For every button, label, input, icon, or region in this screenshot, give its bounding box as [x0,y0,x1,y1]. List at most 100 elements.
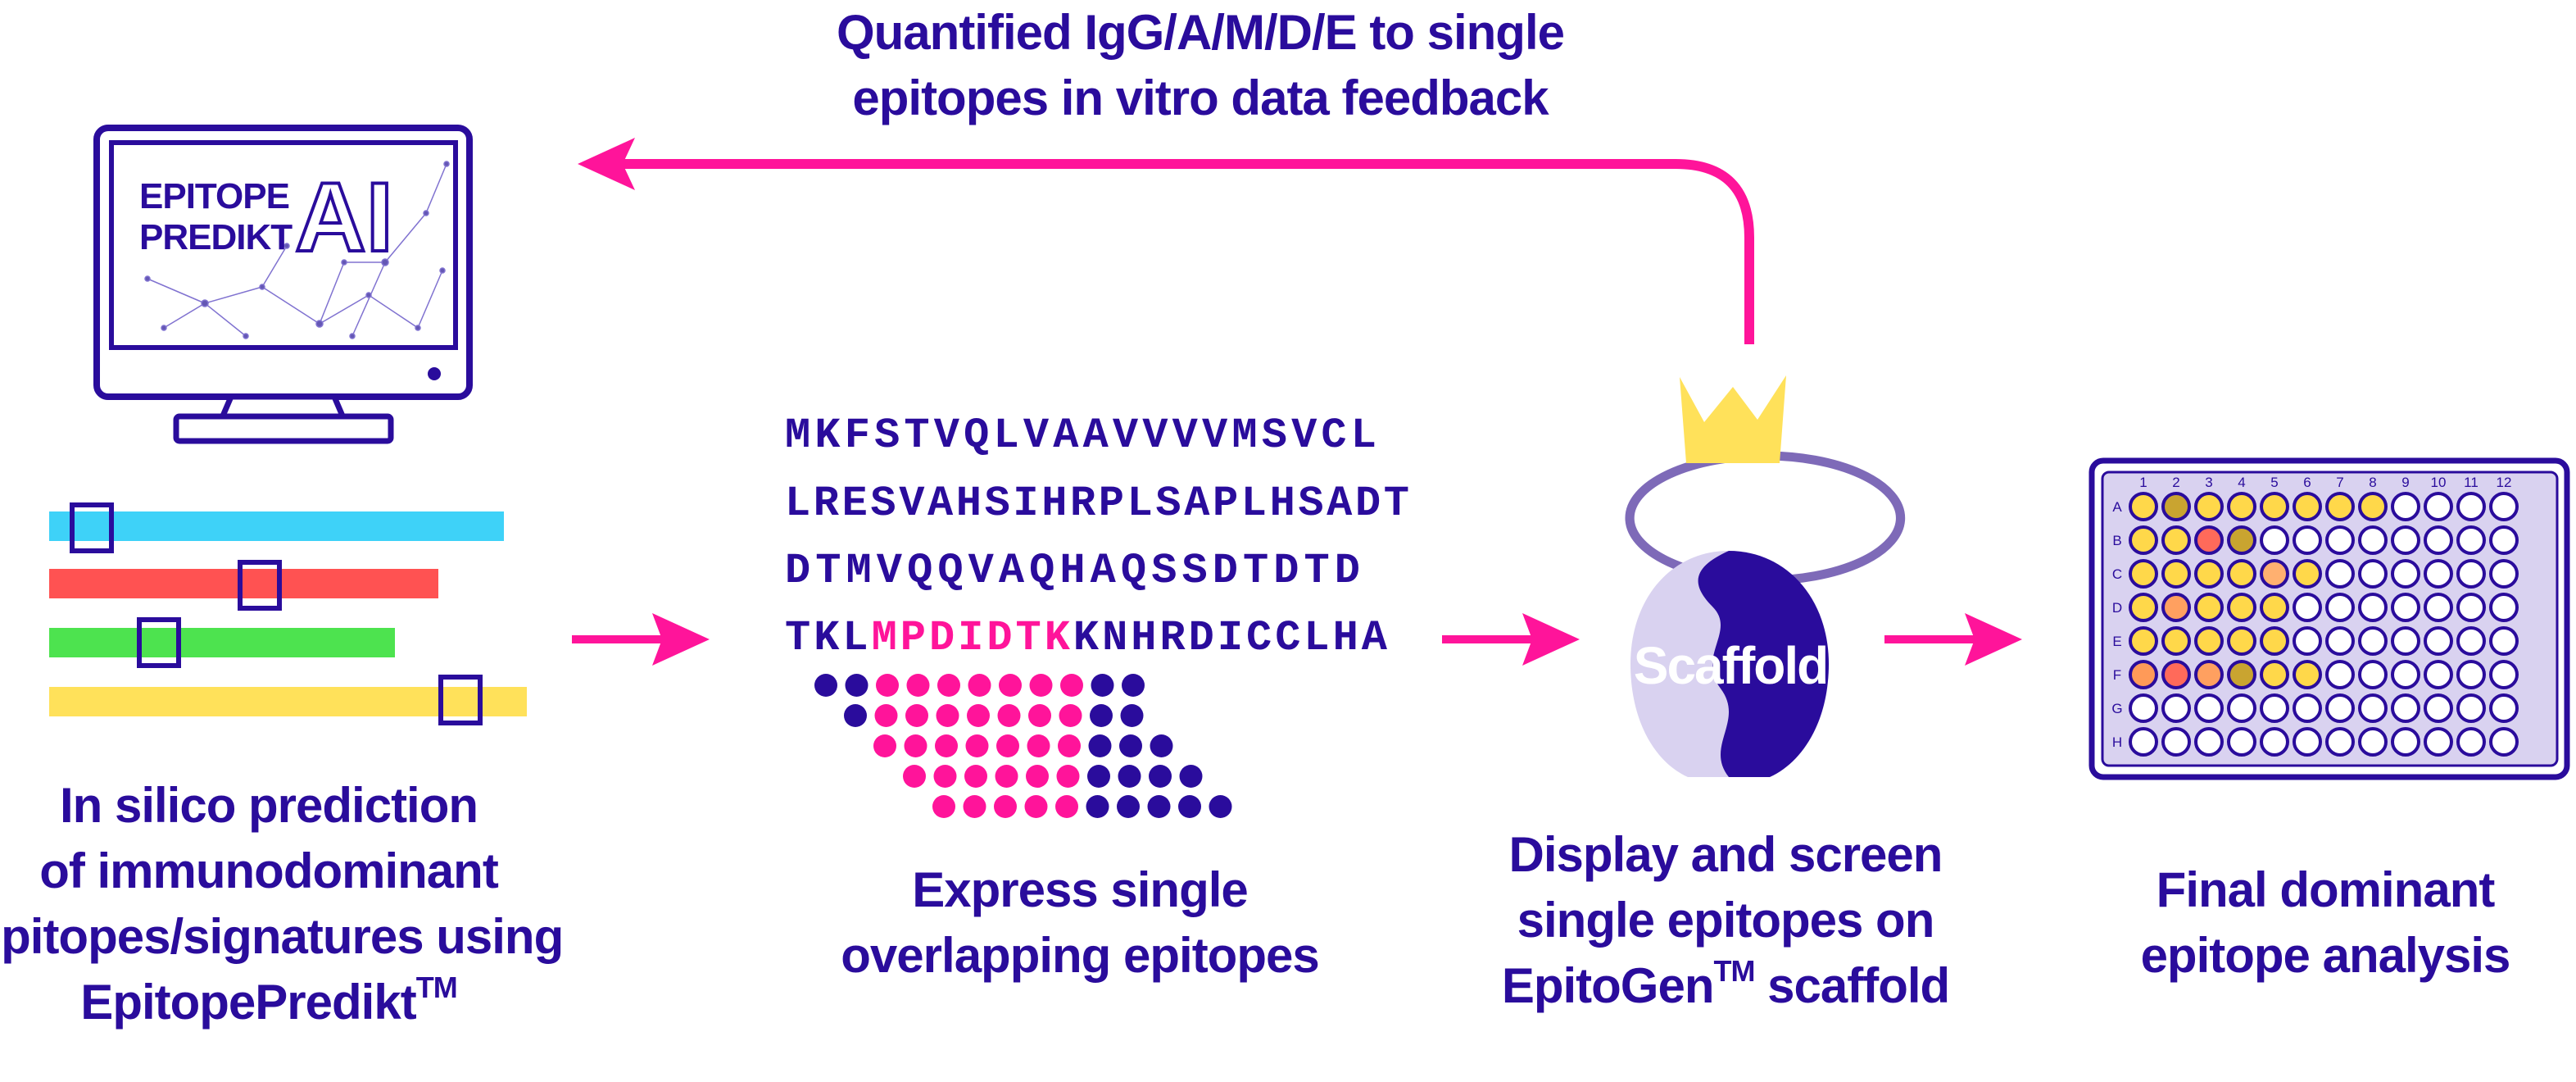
plate-well [2456,593,2486,622]
sequence-row-3: DTMVQQVAQHAQSSDTDTD [785,547,1360,595]
plate-well [2391,626,2420,656]
peptide-dot [874,704,898,727]
peptide-dot [1056,765,1080,788]
peptide-dot [937,674,960,697]
plate-well [2129,593,2158,622]
overlapping-peptides-graphic [814,674,1232,818]
plate-well [2194,593,2224,622]
step1-caption-line3: epitopes/signatures using [0,909,563,964]
peptide-dot [1055,795,1078,818]
plate-row-label: D [2112,600,2122,616]
plate-well [2489,559,2519,589]
plate-well [2424,626,2453,656]
plate-well [2194,525,2224,555]
plate-well [2325,626,2355,656]
peptide-dot [876,674,899,697]
plate-row-label: H [2112,734,2122,750]
peptide-dot [1026,765,1049,788]
plate-well [2293,593,2322,622]
plate-well [2161,525,2191,555]
plate-well [2293,525,2322,555]
plate-well [2161,693,2191,723]
step2-caption-line2: overlapping epitopes [841,928,1318,983]
peptide-dot [997,704,1021,727]
plate-well [2325,727,2355,757]
feedback-caption-line2: epitopes in vitro data feedback [852,70,1549,125]
plate-well [2161,593,2191,622]
plate-well [2391,593,2420,622]
sequence-row-4: TKLMPDIDTKKNHRDICCLHA [785,614,1388,662]
plate-well [2293,693,2322,723]
step1-caption-line1: In silico prediction [60,778,478,833]
sequence-row-2: LRESVAHSIHRPLSAPLHSADT [785,480,1409,528]
plate-column-label: 9 [2401,475,2409,490]
plate-row-label: C [2112,566,2122,582]
plate-well [2424,727,2453,757]
peptide-dot [1028,704,1051,727]
peptide-dot [933,765,957,788]
plate-well [2227,525,2256,555]
plate-well [2358,593,2388,622]
plate-well [2489,626,2519,656]
peptide-dot [964,765,987,788]
plate-column-label: 5 [2270,475,2278,490]
plate-well [2358,559,2388,589]
peptide-dot [1091,674,1114,697]
peptide-dot [994,795,1017,818]
plate-well [2424,693,2453,723]
peptide-dot [968,674,991,697]
peptide-dot [1088,734,1112,757]
plate-well [2358,727,2388,757]
plate-well [2456,693,2486,723]
peptide-dot [1119,734,1142,757]
arrow-1 [572,613,710,666]
monitor-brand-line2: PREDIKT [139,217,293,257]
peptide-dot [965,734,989,757]
plate-well [2456,559,2486,589]
plate-well [2260,559,2289,589]
plate-well [2358,626,2388,656]
step1-caption-line4: EpitopePrediktTM [80,971,456,1030]
peptide-dot [1178,795,1201,818]
plate-column-label: 4 [2238,475,2245,490]
plate-well [2325,693,2355,723]
plate-well [2129,727,2158,757]
plate-row-label: A [2112,499,2122,515]
plate-column-label: 2 [2172,475,2179,490]
plate-well [2391,492,2420,521]
step4-caption-line2: epitope analysis [2141,928,2510,983]
protein-sequence: MKFSTVQLVAAVVVVMSVCL LRESVAHSIHRPLSAPLHS… [785,411,1409,662]
plate-well [2227,492,2256,521]
peptide-dot [1149,765,1172,788]
prediction-bars [49,502,527,725]
monitor-ai-logo: AI [295,162,393,272]
plate-well [2325,492,2355,521]
crown-icon [1680,375,1786,463]
plate-well [2227,727,2256,757]
peptide-dot [1150,734,1173,757]
peptide-dot [1120,704,1144,727]
plate-well [2358,525,2388,555]
plate-well [2424,559,2453,589]
peptide-dot [932,795,955,818]
peptide-dot [996,734,1019,757]
plate-well [2129,626,2158,656]
peptide-dot [995,765,1018,788]
plate-column-label: 11 [2464,475,2478,490]
monitor-brand-line1: EPITOPE [139,176,289,216]
scaffold-icon: Scaffold [1625,375,1906,777]
plate-column-label: 10 [2431,475,2447,490]
plate-column-label: 12 [2497,475,2512,490]
plate-column-label: 8 [2369,475,2376,490]
plate-well [2391,559,2420,589]
plate-well [2260,727,2289,757]
plate-well [2194,626,2224,656]
plate-well [2424,492,2453,521]
plate-well [2358,492,2388,521]
plate-well [2456,626,2486,656]
plate-well [2129,492,2158,521]
sequence-row-1: MKFSTVQLVAAVVVVMSVCL [785,411,1376,460]
peptide-dot [1059,704,1082,727]
plate-well [2489,525,2519,555]
